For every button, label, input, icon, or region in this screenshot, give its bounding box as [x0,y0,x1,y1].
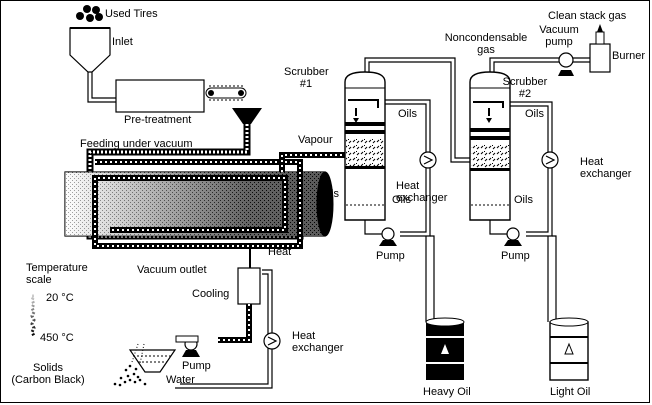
label-oils-reactor: Oils [320,188,339,200]
light-oil-drum [549,317,589,381]
label-oils-s2-bottom: Oils [514,194,533,206]
carbon-black-pile [113,364,147,387]
label-clean-stack-gas: Clean stack gas [548,10,627,22]
heavy-oil-drum [425,317,465,380]
label-scrubber-1: Scrubber #1 [284,66,329,90]
label-noncondensable-gas: Noncondensable gas [444,32,528,56]
cooling-unit [237,267,261,305]
label-heat: Heat [268,246,292,258]
pump-2-icon [504,227,522,246]
vacuum-pump-icon [558,52,574,76]
label-vacuum-pump: Vacuum pump [539,24,579,48]
label-pump-1: Pump [376,250,405,262]
burner-box [589,43,611,73]
pretreatment-box [115,79,205,113]
heat-exchanger-2-icon [541,151,559,169]
label-heat-exchanger-1: Heat exchanger [396,180,448,204]
label-feeding-under-vacuum: Feeding under vacuum [80,138,193,150]
label-scrubber-2: Scrubber #2 [502,76,548,100]
label-vacuum-outlet: Vacuum outlet [137,264,207,276]
label-cooling: Cooling [192,288,230,300]
pyrolysis-reactor [64,159,334,249]
label-temperature-scale: Temperature scale [26,262,88,286]
scrubber-2 [469,71,511,221]
label-oils-s1-top: Oils [398,108,417,120]
label-temp-low: 20 °C [46,292,74,304]
heat-exchanger-1-icon [419,151,437,169]
pump-1-icon [379,227,397,246]
label-used-tires: Used Tires [105,8,158,20]
solids-separator [128,335,199,373]
label-heavy-oil: Heavy Oil [423,386,471,398]
conveyor [205,85,247,101]
label-vapour: Vapour [298,134,333,146]
temperature-scale [30,294,37,337]
label-inlet: Inlet [112,36,133,48]
label-oils-s1-bottom: Oils [392,194,411,206]
label-light-oil: Light Oil [550,386,591,398]
feed-funnel [232,108,262,124]
label-pre-treatment: Pre-treatment [124,114,192,126]
label-pump-2: Pump [501,250,530,262]
heat-exchanger-bottom-icon [263,332,281,350]
label-heat-exchanger-bottom: Heat exchanger [292,330,344,354]
label-temp-high: 450 °C [40,332,74,344]
inlet-hopper [69,27,111,73]
label-heat-exchanger-2: Heat exchanger [580,156,632,180]
label-burner: Burner [612,50,646,62]
label-pump-bottom: Pump [182,360,211,372]
label-solids: Solids (Carbon Black) [11,362,85,386]
tires-pile-icon [76,5,103,22]
label-water: Water [166,374,195,386]
scrubber-1 [344,71,386,221]
label-oils-s2-top: Oils [525,108,544,120]
